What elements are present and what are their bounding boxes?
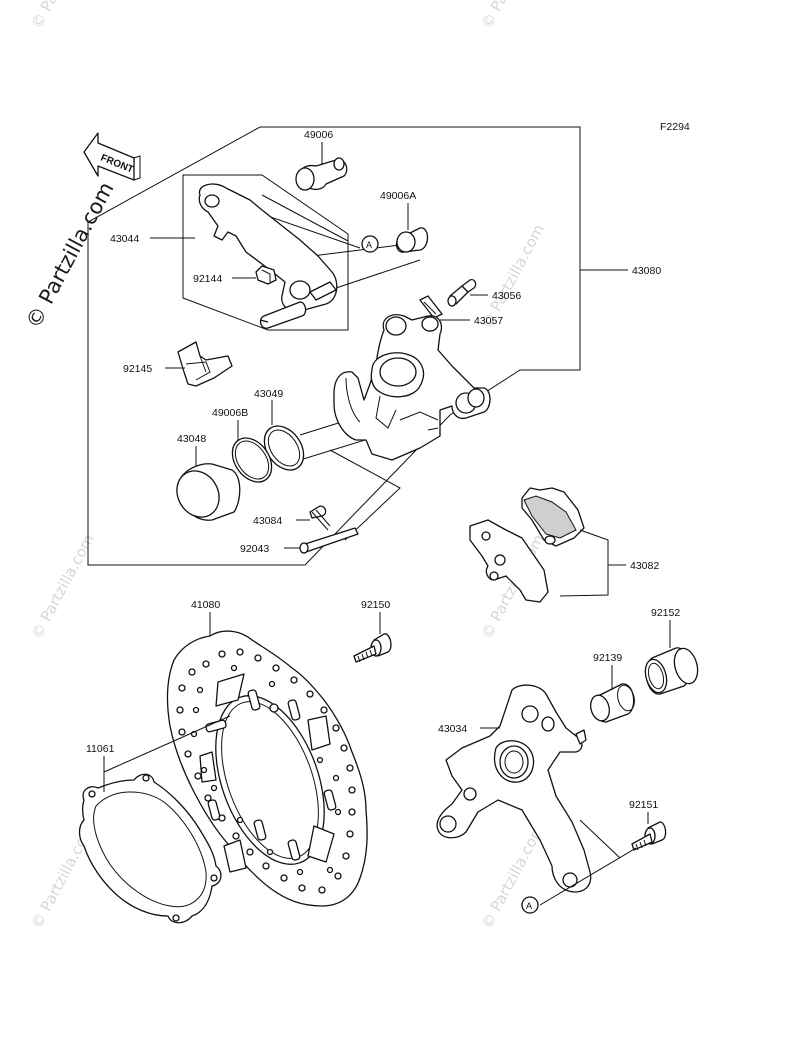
part-92151[interactable] bbox=[631, 821, 667, 851]
part-43084[interactable] bbox=[309, 505, 331, 531]
part-label: 92145 bbox=[123, 363, 152, 375]
part-label: 92144 bbox=[193, 273, 222, 285]
caliper-assembly-frame bbox=[87, 126, 581, 566]
part-43048[interactable] bbox=[169, 463, 241, 525]
part-43057[interactable] bbox=[419, 295, 443, 319]
part-label: 43048 bbox=[177, 433, 206, 445]
watermark: © Partzilla.com bbox=[478, 821, 548, 932]
watermark: © Partzilla.com bbox=[478, 0, 548, 32]
part-label: 92043 bbox=[240, 543, 269, 555]
part-92139[interactable] bbox=[588, 683, 637, 723]
svg-text:A: A bbox=[366, 240, 372, 250]
part-43034-bracket[interactable] bbox=[436, 684, 592, 893]
part-49006B[interactable] bbox=[224, 431, 279, 490]
watermark: © Partzilla.com bbox=[28, 531, 98, 642]
part-92144[interactable] bbox=[255, 265, 277, 285]
caliper-body[interactable] bbox=[333, 314, 491, 461]
watermark: © Partzilla.com bbox=[28, 0, 98, 32]
part-43056[interactable] bbox=[447, 278, 477, 307]
part-label: 49006A bbox=[380, 190, 416, 202]
part-label: 92152 bbox=[651, 607, 680, 619]
part-43044-bracket[interactable] bbox=[198, 183, 338, 329]
svg-text:A: A bbox=[526, 901, 532, 911]
part-92152[interactable] bbox=[642, 646, 701, 695]
disc-cutouts bbox=[176, 648, 356, 894]
bracket-subframe bbox=[182, 174, 349, 331]
part-label: 43082 bbox=[630, 560, 659, 572]
part-label: 43044 bbox=[110, 233, 139, 245]
part-label: 43034 bbox=[438, 723, 467, 735]
part-11061-gasket[interactable] bbox=[78, 773, 222, 924]
part-label: 41080 bbox=[191, 599, 220, 611]
watermark-main: © Partzilla.com bbox=[21, 178, 118, 332]
part-92145[interactable] bbox=[177, 341, 233, 387]
part-label: 49006 bbox=[304, 129, 333, 141]
part-label: 43049 bbox=[254, 388, 283, 400]
part-label: 43084 bbox=[253, 515, 282, 527]
part-label: 92150 bbox=[361, 599, 390, 611]
figure-code: F2294 bbox=[660, 121, 690, 133]
part-label: 92139 bbox=[593, 652, 622, 664]
callout-marker-a: A bbox=[361, 235, 379, 253]
part-label: 43080 bbox=[632, 265, 661, 277]
part-41080-disc[interactable] bbox=[166, 630, 368, 907]
part-92150[interactable] bbox=[353, 633, 392, 663]
part-label: 43057 bbox=[474, 315, 503, 327]
part-label: 11061 bbox=[86, 743, 115, 755]
front-arrow-icon: FRONT bbox=[83, 132, 141, 181]
part-92043[interactable] bbox=[299, 527, 359, 554]
part-49006[interactable] bbox=[295, 157, 348, 191]
part-label: 92151 bbox=[629, 799, 658, 811]
callout-marker-a: A bbox=[521, 896, 539, 914]
part-43082-pads[interactable] bbox=[469, 487, 585, 603]
part-label: 49006B bbox=[212, 407, 248, 419]
part-label: 43056 bbox=[492, 290, 521, 302]
part-49006A[interactable] bbox=[395, 227, 429, 253]
